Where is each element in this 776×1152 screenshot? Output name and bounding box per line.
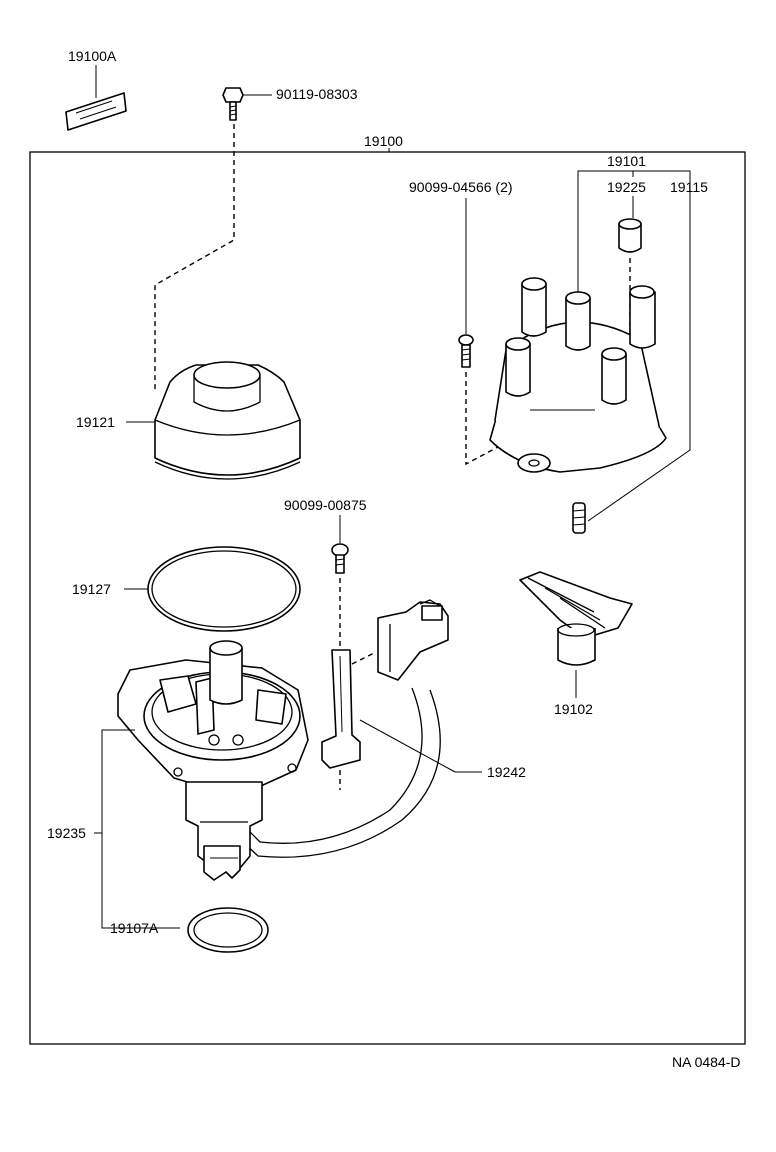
label-19100a: 19100A bbox=[68, 48, 117, 64]
label-plate-19100a bbox=[65, 65, 127, 131]
distributor-cap-19101 bbox=[489, 277, 667, 473]
label-19115: 19115 bbox=[670, 179, 708, 195]
label-19101: 19101 bbox=[607, 153, 646, 169]
label-19225: 19225 bbox=[607, 179, 646, 195]
dust-cover-19121 bbox=[126, 361, 301, 480]
label-19242: 19242 bbox=[487, 764, 526, 780]
label-19235: 19235 bbox=[47, 825, 86, 841]
spring-19115 bbox=[572, 305, 691, 534]
label-19121: 19121 bbox=[76, 414, 115, 430]
o-ring-19107a bbox=[187, 907, 269, 953]
label-19127: 19127 bbox=[72, 581, 111, 597]
cap-screw-90099-04566 bbox=[458, 198, 474, 368]
rotor-19102 bbox=[519, 571, 633, 698]
label-90099-00875: 90099-00875 bbox=[284, 497, 367, 513]
label-19100: 19100 bbox=[364, 133, 403, 149]
bolt-90119-08303 bbox=[222, 87, 272, 121]
assembly-frame bbox=[29, 151, 746, 1045]
screw-90099-00875 bbox=[331, 515, 349, 574]
label-19102: 19102 bbox=[554, 701, 593, 717]
label-90099-04566: 90099-04566 (2) bbox=[409, 179, 513, 195]
label-90119-08303: 90119-08303 bbox=[276, 86, 358, 102]
igniter-19242 bbox=[225, 599, 482, 858]
drawing-code: NA 0484-D bbox=[672, 1054, 740, 1070]
carbon-brush-19225 bbox=[618, 196, 642, 253]
label-19107a: 19107A bbox=[110, 920, 159, 936]
o-ring-19127 bbox=[124, 546, 301, 632]
distributor-housing-19235 bbox=[117, 640, 309, 881]
